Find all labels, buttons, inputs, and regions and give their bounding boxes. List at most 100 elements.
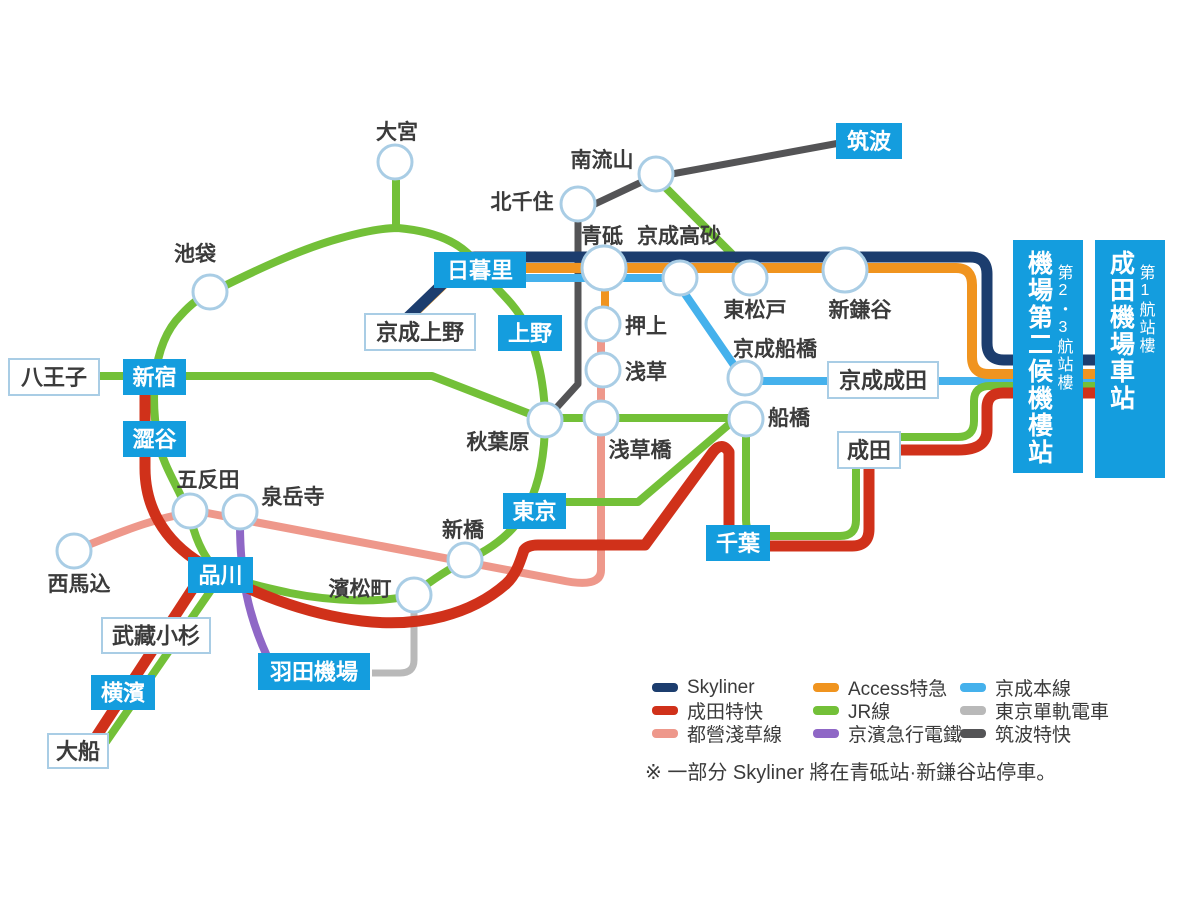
station-label-minami-nagareyama: 南流山 — [571, 148, 634, 172]
station-musashi-kosugi-label: 武藏小杉 — [112, 624, 200, 649]
terminal-1-sub: 第1航站樓 — [1136, 264, 1154, 355]
station-circle-higashi-matsudo — [731, 259, 769, 297]
line-keikyu-line — [236, 523, 271, 658]
legend-item: 成田特快 — [652, 699, 782, 723]
station-keisei-ueno-label: 京成上野 — [376, 320, 464, 345]
legend-label: Access特急 — [848, 679, 948, 700]
terminal-2-3-station-box: 機場第二候機樓站 第2・3航站樓 — [1013, 240, 1083, 473]
station-label-funabashi: 船橋 — [768, 406, 811, 430]
station-circle-minami-nagareyama — [637, 155, 675, 193]
legend-label: 京濱急行電鐵 — [848, 725, 963, 746]
station-circle-shimbashi — [446, 541, 484, 579]
station-label-kita-senju: 北千住 — [491, 190, 554, 214]
legend-item: 京成本線 — [960, 676, 1109, 700]
station-tokyo-box — [503, 493, 566, 529]
legend-line-swatch — [960, 683, 986, 692]
legend-label: 東京單軌電車 — [995, 702, 1110, 723]
station-label-sengakuji: 泉岳寺 — [262, 485, 325, 509]
legend-line-swatch — [652, 683, 678, 692]
legend-item: 東京單軌電車 — [960, 699, 1110, 723]
station-circle-omiya — [376, 143, 414, 181]
station-label-nishi-magome: 西馬込 — [48, 573, 111, 596]
legend-line-swatch — [652, 729, 678, 738]
legend-line-swatch — [813, 683, 839, 692]
station-circle-oshiage — [584, 305, 622, 343]
station-tsukuba-label: 筑波 — [847, 129, 892, 154]
terminal-2-3-sub: 第2・3航站樓 — [1054, 264, 1072, 392]
station-label-aoto: 青砥 — [581, 225, 623, 248]
station-circle-hamamatsucho — [395, 576, 433, 614]
station-label-shin-kamagaya: 新鎌谷 — [829, 298, 893, 322]
legend-label: 京成本線 — [995, 679, 1072, 700]
terminal-2-3-name: 機場第二候機樓站 — [1024, 250, 1053, 466]
station-chiba-label: 千葉 — [716, 531, 761, 556]
station-nippori-box — [434, 252, 526, 288]
terminal-1-station-box: 成田機場車站 第1航站樓 — [1095, 240, 1165, 478]
legend-label: 都營淺草線 — [687, 725, 783, 746]
station-shibuya-box — [123, 421, 186, 457]
station-nippori-label: 日暮里 — [447, 258, 513, 283]
station-yokohama-box — [91, 675, 155, 710]
terminal-1-name: 成田機場車站 — [1106, 250, 1135, 412]
station-circle-gotanda — [171, 492, 209, 530]
station-circle-kita-senju — [559, 185, 597, 223]
station-circle-asakusabashi — [582, 399, 620, 437]
legend-line-swatch — [813, 729, 839, 738]
station-label-gotanda: 五反田 — [177, 469, 240, 492]
legend-line-swatch — [960, 729, 986, 738]
legend-line-swatch — [960, 706, 986, 715]
station-ueno-box — [498, 315, 562, 351]
station-label-hamamatsucho: 濱松町 — [329, 577, 392, 601]
station-musashi-kosugi-box — [101, 617, 211, 654]
station-narita-label: 成田 — [847, 438, 891, 463]
legend-item: 筑波特快 — [960, 722, 1109, 746]
station-label-shimbashi: 新橋 — [442, 518, 485, 542]
station-label-keisei-funabashi: 京成船橋 — [733, 337, 818, 361]
station-circle-asakusa — [584, 351, 622, 389]
line-jr-tokyo-funabashi — [540, 417, 736, 506]
station-keisei-narita-label: 京成成田 — [839, 368, 927, 393]
station-circle-shin-kamagaya — [821, 246, 869, 294]
legend-item: Skyliner — [652, 676, 782, 699]
station-label-asakusa: 浅草 — [625, 361, 667, 384]
station-circle-akihabara — [526, 401, 564, 439]
station-label-oshiage: 押上 — [625, 314, 667, 338]
station-ofuna-label: 大船 — [56, 739, 100, 764]
station-keisei-narita-box — [827, 361, 939, 399]
line-narita-express — [139, 362, 1098, 629]
line-jr-yokosuka — [102, 577, 222, 745]
station-haneda-airport-label: 羽田機場 — [270, 660, 358, 685]
legend-line-swatch — [813, 706, 839, 715]
legend-line-swatch — [652, 706, 678, 715]
station-circle-ikebukuro — [191, 273, 229, 311]
legend-label: Skyliner — [687, 676, 755, 698]
station-circle-funabashi — [727, 400, 765, 438]
station-circle-nishi-magome — [55, 532, 93, 570]
station-label-keisei-takasago: 京成高砂 — [637, 224, 721, 248]
legend-item: 都營淺草線 — [652, 722, 783, 746]
legend-item: 京濱急行電鐵 — [813, 722, 963, 746]
station-shinagawa-box — [188, 557, 253, 593]
station-label-ikebukuro: 池袋 — [174, 242, 217, 266]
station-ueno-label: 上野 — [508, 321, 552, 346]
station-shibuya-label: 澀谷 — [132, 427, 177, 452]
legend-item: JR線 — [813, 699, 962, 723]
legend-label: 成田特快 — [687, 702, 764, 723]
station-circle-keisei-funabashi — [726, 359, 764, 397]
station-shinjuku-box — [123, 359, 186, 395]
station-hachioji-label: 八王子 — [21, 365, 87, 390]
line-tokyo-monorail — [372, 610, 418, 677]
station-chiba-box — [706, 525, 770, 561]
station-circle-aoto — [580, 244, 628, 292]
station-shinagawa-label: 品川 — [198, 563, 242, 588]
line-narita-express-ofuna — [89, 566, 210, 744]
legend-label: 筑波特快 — [995, 725, 1072, 746]
station-narita-box — [837, 431, 901, 469]
station-circle-sengakuji — [221, 493, 259, 531]
station-ofuna-box — [47, 733, 109, 769]
skyliner-note: ※ 一部分 Skyliner 將在青砥站·新鎌谷站停車。 — [645, 762, 1057, 784]
station-label-asakusabashi: 浅草橋 — [609, 438, 673, 462]
